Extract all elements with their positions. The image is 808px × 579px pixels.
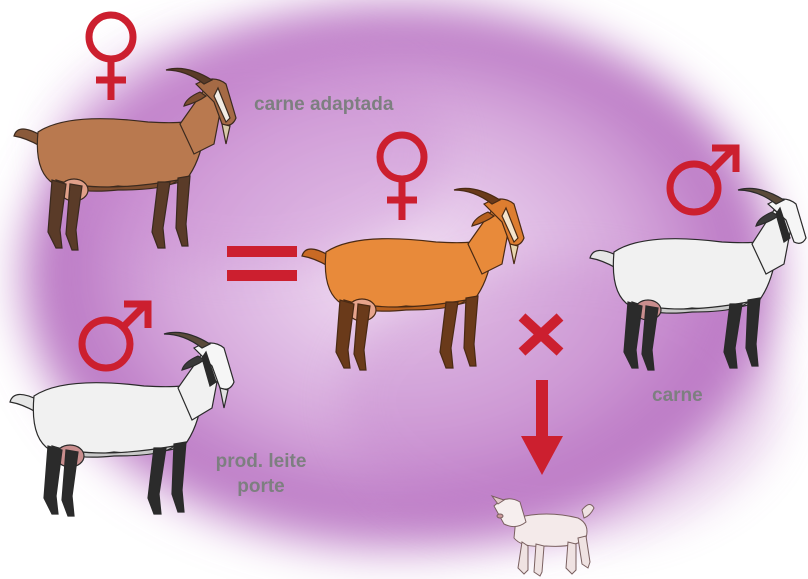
label-porte: porte xyxy=(205,475,317,499)
orange-female-goat-illustration xyxy=(296,182,528,374)
label-carne: carne xyxy=(652,384,703,408)
label-prod-leite: prod. leite xyxy=(205,450,317,474)
white-male-goat-illustration xyxy=(586,184,808,374)
label-carne-adaptada: carne adaptada xyxy=(254,93,393,117)
down-arrow-icon xyxy=(521,380,563,476)
brown-female-goat-illustration xyxy=(8,62,240,254)
kid-goat-illustration xyxy=(486,488,598,578)
white-male-goat-illustration xyxy=(2,328,238,524)
